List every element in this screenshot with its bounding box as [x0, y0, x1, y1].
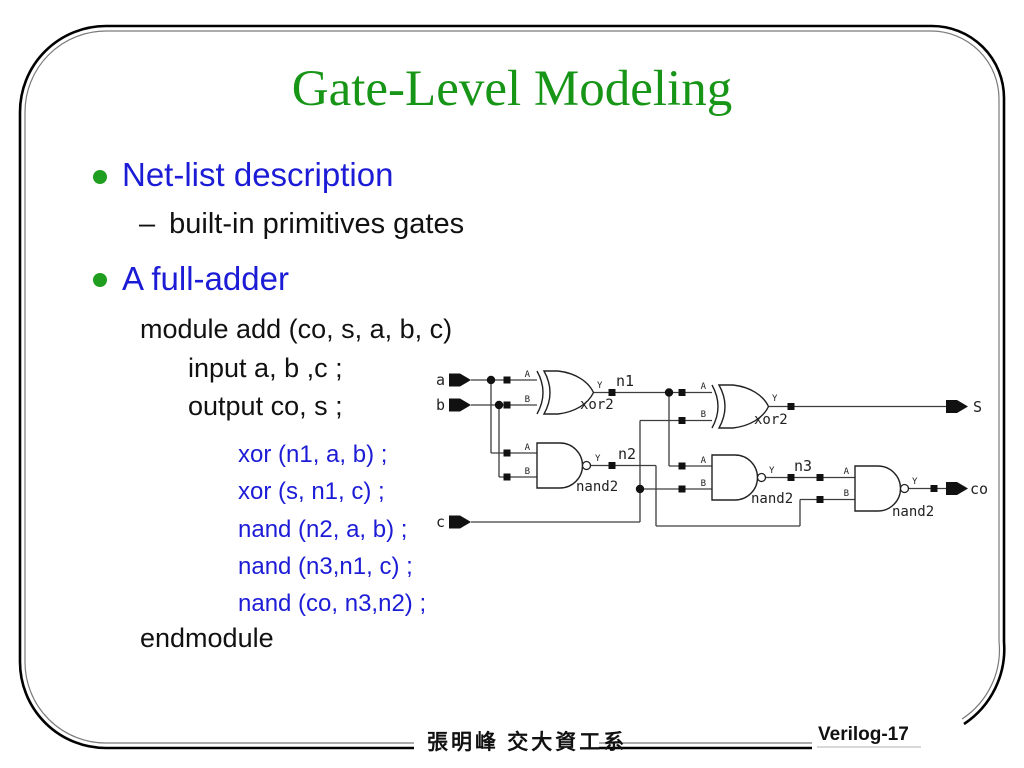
net-label-n3: n3	[794, 457, 812, 475]
nand-gate-3-bubble	[899, 483, 910, 494]
port-label-y: Y	[595, 454, 601, 464]
code-xor2-line: xor (s, n1, c) ;	[238, 478, 385, 505]
gate-label-xor2-2: xor2	[754, 412, 788, 428]
sub-bullet-label: built-in primitives gates	[169, 208, 465, 240]
input-pin-b	[449, 398, 471, 412]
port-label-y: Y	[912, 477, 918, 487]
bullet-netlist: Net-list description	[122, 156, 394, 193]
footer-author: 張明峰 交大資工系	[427, 730, 628, 754]
port-label-a: A	[525, 370, 531, 380]
gate-label-xor2-1: xor2	[580, 397, 614, 413]
xor-gate-1-back-arc	[536, 370, 544, 415]
xor-gate-1	[542, 370, 595, 415]
code-input-line: input a, b ,c ;	[188, 353, 343, 383]
nand-gate-1	[536, 442, 584, 489]
code-nand3-line: nand (co, n3,n2) ;	[238, 590, 427, 617]
code-nand2-line: nand (n3,n1, c) ;	[238, 553, 413, 580]
bullet-full-adder: A full-adder	[122, 260, 289, 297]
schematic-wires	[471, 379, 946, 527]
gate-label-nand2-1: nand2	[576, 479, 618, 495]
sub-bullet-primitives: –built-in primitives gates	[139, 208, 464, 241]
code-module-line: module add (co, s, a, b, c)	[140, 314, 453, 344]
port-label-a: A	[844, 467, 850, 477]
output-pin-co	[946, 482, 968, 495]
port-label-b: B	[525, 395, 530, 405]
port-label-a: A	[525, 443, 531, 453]
code-output-line: output co, s ;	[188, 391, 343, 421]
nand-gate-2-bubble	[756, 472, 767, 483]
xor-gate-2-back-arc	[711, 384, 719, 429]
code-endmodule-line: endmodule	[140, 623, 274, 653]
port-label-b: B	[844, 489, 849, 499]
nand-gate-1-bubble	[581, 460, 592, 471]
xor-gate-2	[717, 384, 770, 429]
port-labels: A B A B A B A B A B Y Y Y Y Y	[525, 370, 918, 499]
net-label-n1: n1	[616, 372, 634, 390]
gate-label-nand2-2: nand2	[751, 491, 793, 507]
net-label-n2: n2	[618, 445, 636, 463]
port-label-b: B	[525, 467, 530, 477]
nand-gate-3	[854, 465, 902, 512]
slide-title: Gate-Level Modeling	[291, 61, 733, 117]
port-label-a: A	[701, 382, 707, 392]
full-adder-schematic: a b c S co n1 n2 n3 xor2 nand2 xor2 nand…	[436, 370, 988, 531]
port-label-b: B	[701, 410, 706, 420]
port-label-b: B	[701, 479, 706, 489]
output-pin-s	[946, 400, 968, 413]
code-nand1-line: nand (n2, a, b) ;	[238, 516, 408, 543]
code-xor1-line: xor (n1, a, b) ;	[238, 441, 388, 468]
dash-bullet: –	[139, 208, 156, 240]
signal-label-s: S	[973, 398, 982, 416]
nand-gate-2	[711, 454, 759, 501]
input-pin-c	[449, 515, 471, 529]
port-label-y: Y	[769, 466, 775, 476]
port-label-y: Y	[772, 394, 778, 404]
green-bullet-icon	[93, 273, 107, 287]
connection-dots	[503, 376, 938, 503]
input-pin-a	[449, 373, 471, 387]
gate-label-nand2-3: nand2	[892, 504, 934, 520]
signal-label-a: a	[436, 371, 445, 389]
junction-dots	[486, 375, 674, 494]
port-label-y: Y	[597, 381, 603, 391]
port-label-a: A	[701, 456, 707, 466]
green-bullet-icon	[93, 170, 107, 184]
signal-label-co: co	[970, 480, 988, 498]
signal-label-b: b	[436, 396, 445, 414]
signal-label-c: c	[436, 513, 445, 531]
footer-page-number: Verilog-17	[818, 724, 909, 745]
